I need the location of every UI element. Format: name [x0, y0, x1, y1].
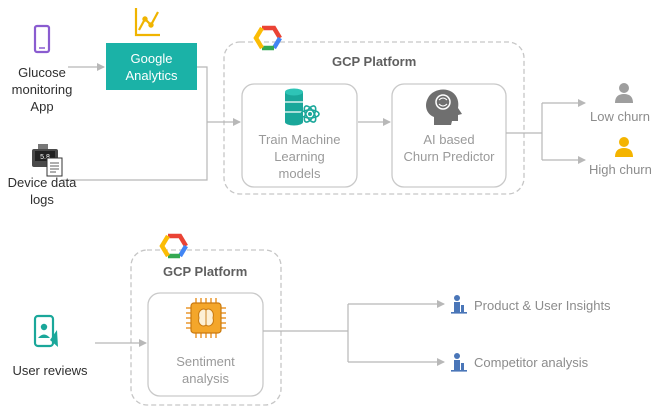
- google-analytics-box: Google Analytics: [106, 43, 197, 90]
- ai-head-icon: [426, 89, 462, 125]
- connectors-bottom: [95, 300, 445, 366]
- train-models-box: [241, 83, 358, 188]
- train-line1: Train Machine: [258, 132, 341, 147]
- gcp-platform-bottom-container: [130, 249, 282, 406]
- user-reviews-label: User reviews: [12, 363, 88, 378]
- sentiment-line2: analysis: [182, 371, 229, 386]
- svg-text:5.8: 5.8: [40, 154, 50, 161]
- gcp-platform-bottom-title: GCP Platform: [163, 264, 248, 279]
- high-churn-label: High churn: [589, 162, 652, 177]
- insights-icon: [451, 295, 467, 314]
- churn-predictor-box: [391, 83, 507, 188]
- ml-database-icon: [285, 88, 320, 126]
- competitor-icon: [451, 353, 467, 372]
- gcp-logo-bottom: [159, 233, 188, 259]
- gcp-platform-top-title: GCP Platform: [332, 54, 417, 69]
- sentiment-label: Sentiment analysis: [148, 353, 263, 387]
- phone-icon: [33, 24, 51, 54]
- sentiment-line1: Sentiment: [176, 354, 235, 369]
- churn-predictor-label: AI based Churn Predictor: [392, 131, 506, 165]
- user-reviews-icon: [33, 314, 58, 348]
- gcp-platform-top-container: [223, 41, 525, 195]
- glucose-app-label: Glucose monitoring App: [0, 64, 84, 115]
- glucose-app-line3: App: [30, 99, 54, 114]
- device-logs-line2: logs: [30, 192, 54, 207]
- ga-label-line1: Google: [130, 50, 173, 66]
- low-churn-label: Low churn: [590, 109, 650, 124]
- device-logs-icon: 5.8: [32, 144, 63, 177]
- gcp-logo-top: [253, 25, 282, 51]
- insights-label: Product & User Insights: [474, 298, 611, 313]
- predictor-line1: AI based: [423, 132, 475, 147]
- competitor-label: Competitor analysis: [474, 355, 589, 370]
- train-line2: Learning: [274, 149, 325, 164]
- low-churn-person-icon: [615, 83, 633, 103]
- analytics-chart-icon: [134, 8, 160, 37]
- device-logs-line1: Device data: [7, 175, 77, 190]
- predictor-line2: Churn Predictor: [403, 149, 495, 164]
- connectors-top: [61, 63, 586, 181]
- device-logs-label: Device data logs: [0, 174, 84, 208]
- train-line3: models: [278, 166, 321, 181]
- high-churn-person-icon: [615, 137, 633, 157]
- glucose-app-line1: Glucose: [18, 65, 66, 80]
- train-models-label: Train Machine Learning models: [242, 131, 357, 182]
- sentiment-chip-icon: [186, 298, 226, 338]
- ga-label-line2: Analytics: [125, 67, 178, 83]
- glucose-app-line2: monitoring: [11, 82, 73, 97]
- sentiment-box: [147, 292, 264, 397]
